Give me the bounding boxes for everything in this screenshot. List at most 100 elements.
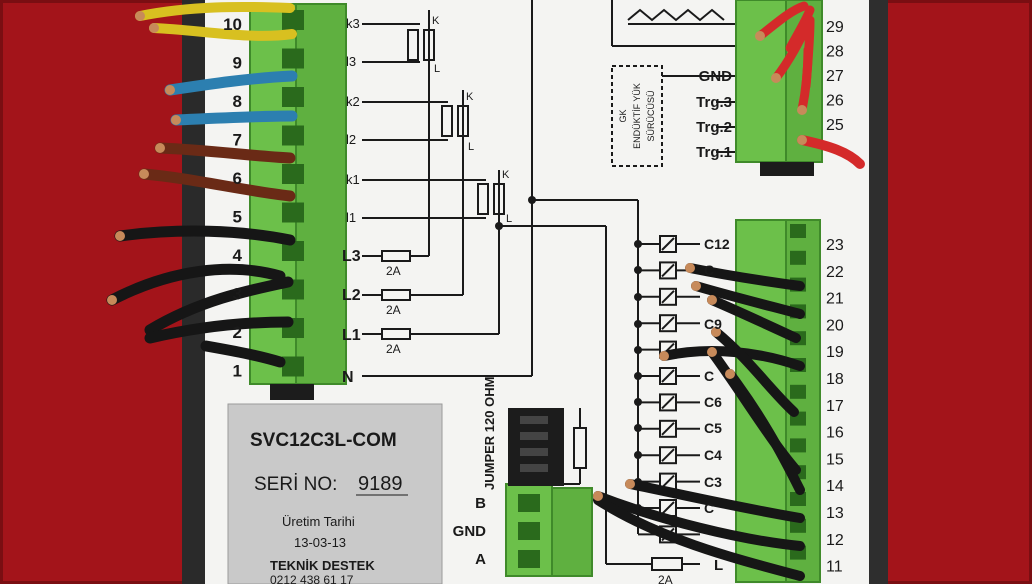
trigger-label: GND bbox=[699, 68, 733, 85]
input-label: k1 bbox=[346, 172, 360, 187]
right-terminal-number: 22 bbox=[826, 264, 844, 281]
fuse-labels: 2A 2A 2A bbox=[386, 264, 401, 356]
top-right-number: 29 bbox=[826, 19, 844, 36]
plate-phone: 0212 438 61 17 bbox=[270, 573, 354, 584]
housing-right-edge bbox=[866, 0, 888, 584]
right-terminal-number: 19 bbox=[826, 344, 844, 361]
input-label: k3 bbox=[346, 16, 360, 31]
com-label: B bbox=[475, 495, 486, 512]
bottom-fuse-label: 2A bbox=[658, 573, 673, 584]
left-terminal-numbers: 10 9 8 7 6 5 4 3 2 1 bbox=[223, 15, 242, 381]
terminal-slot bbox=[282, 164, 304, 184]
left-terminal-number: 8 bbox=[233, 92, 242, 111]
right-terminal-number: 16 bbox=[826, 425, 844, 442]
plate-date-label: Üretim Tarihi bbox=[282, 514, 355, 529]
left-terminal-number: 4 bbox=[233, 246, 243, 265]
trigger-label: Trg.3 bbox=[696, 94, 732, 111]
left-terminal-number: 2 bbox=[233, 323, 242, 342]
left-terminal-number: 9 bbox=[233, 54, 242, 73]
right-terminal-number: 17 bbox=[826, 398, 844, 415]
transformer-label: K bbox=[502, 169, 510, 181]
contact-label: C3 bbox=[704, 474, 722, 490]
terminal-slot bbox=[282, 48, 304, 69]
plate-serial-label: SERİ NO: bbox=[254, 474, 337, 495]
contact-label: C bbox=[704, 262, 714, 278]
top-right-number: 27 bbox=[826, 68, 844, 85]
contact-label: C12 bbox=[704, 236, 730, 252]
jumper-header bbox=[508, 408, 564, 486]
trigger-label: Trg.2 bbox=[696, 119, 732, 136]
right-terminal-number: 18 bbox=[826, 371, 844, 388]
plate-model: SVC12C3L-COM bbox=[250, 430, 397, 451]
terminal-slot bbox=[790, 384, 806, 399]
right-terminal-number: 14 bbox=[826, 478, 844, 495]
terminal-slot bbox=[790, 224, 806, 238]
right-terminal-number: 15 bbox=[826, 451, 844, 468]
phase-label: N bbox=[342, 369, 354, 386]
plate-support-label: TEKNİK DESTEK bbox=[270, 558, 375, 573]
label-plate bbox=[227, 403, 443, 584]
fuse-label: 2A bbox=[386, 303, 401, 317]
input-label: k2 bbox=[346, 94, 360, 109]
right-terminal-number: 23 bbox=[826, 237, 844, 254]
right-terminal-number: 21 bbox=[826, 291, 844, 308]
driver-box-line: SÜRÜCÜSÜ bbox=[646, 90, 656, 141]
driver-box-line: ENDÜKTİF YÜK bbox=[632, 83, 642, 149]
right-terminal-number: 11 bbox=[826, 559, 843, 576]
terminal-slot bbox=[282, 87, 304, 107]
contact-label: C9 bbox=[704, 316, 722, 332]
terminal-slot bbox=[282, 125, 304, 146]
fuse-label: 2A bbox=[386, 342, 401, 356]
com-labels: B GND A bbox=[453, 495, 487, 568]
trigger-label: Trg.1 bbox=[696, 144, 732, 161]
com-label: A bbox=[475, 551, 486, 568]
terminal-slot bbox=[282, 241, 304, 261]
contact-label: C bbox=[704, 368, 714, 384]
transformer-label: L bbox=[468, 141, 474, 153]
right-terminal-number: 12 bbox=[826, 532, 844, 549]
right-terminal-numbers: 23 22 21 20 19 18 17 16 15 14 13 12 11 bbox=[826, 237, 844, 576]
contact-label: C5 bbox=[704, 420, 722, 436]
terminal-slot bbox=[790, 250, 806, 265]
terminal-slot bbox=[282, 202, 304, 223]
input-label: l2 bbox=[346, 132, 356, 147]
transformer-label: K bbox=[466, 91, 474, 103]
phase-label: L3 bbox=[342, 248, 361, 265]
left-terminal-number: 10 bbox=[223, 15, 242, 34]
left-terminal-number: 3 bbox=[233, 285, 242, 304]
top-right-number: 25 bbox=[826, 117, 844, 134]
bottom-right-label: L bbox=[714, 557, 723, 574]
com-terminal-block bbox=[505, 483, 593, 577]
transformer-label: L bbox=[434, 63, 440, 75]
left-terminal-number: 5 bbox=[233, 208, 242, 227]
left-terminal-number: 6 bbox=[233, 169, 242, 188]
jumper-label: JUMPER 120 OHM bbox=[482, 377, 497, 490]
plate-serial-number: 9189 bbox=[358, 473, 403, 495]
contact-label: C6 bbox=[704, 394, 722, 410]
com-label: GND bbox=[453, 523, 487, 540]
terminal-slot bbox=[790, 438, 806, 453]
left-terminal-number: 7 bbox=[233, 131, 242, 150]
terminal-slot bbox=[282, 10, 304, 30]
left-terminal-block bbox=[249, 3, 347, 400]
right-terminal-number: 13 bbox=[826, 505, 844, 522]
left-terminal-number: 1 bbox=[233, 362, 242, 381]
input-label: l1 bbox=[346, 210, 356, 225]
transformer-label: K bbox=[432, 15, 440, 27]
contact-label: C4 bbox=[704, 447, 722, 463]
plate-date: 13-03-13 bbox=[294, 535, 346, 550]
phase-label: L2 bbox=[342, 287, 361, 304]
top-right-number: 28 bbox=[826, 44, 844, 61]
wires bbox=[106, 1, 865, 581]
right-terminal-number: 20 bbox=[826, 317, 844, 334]
phase-label: L1 bbox=[342, 327, 361, 344]
fuse-label: 2A bbox=[386, 264, 401, 278]
